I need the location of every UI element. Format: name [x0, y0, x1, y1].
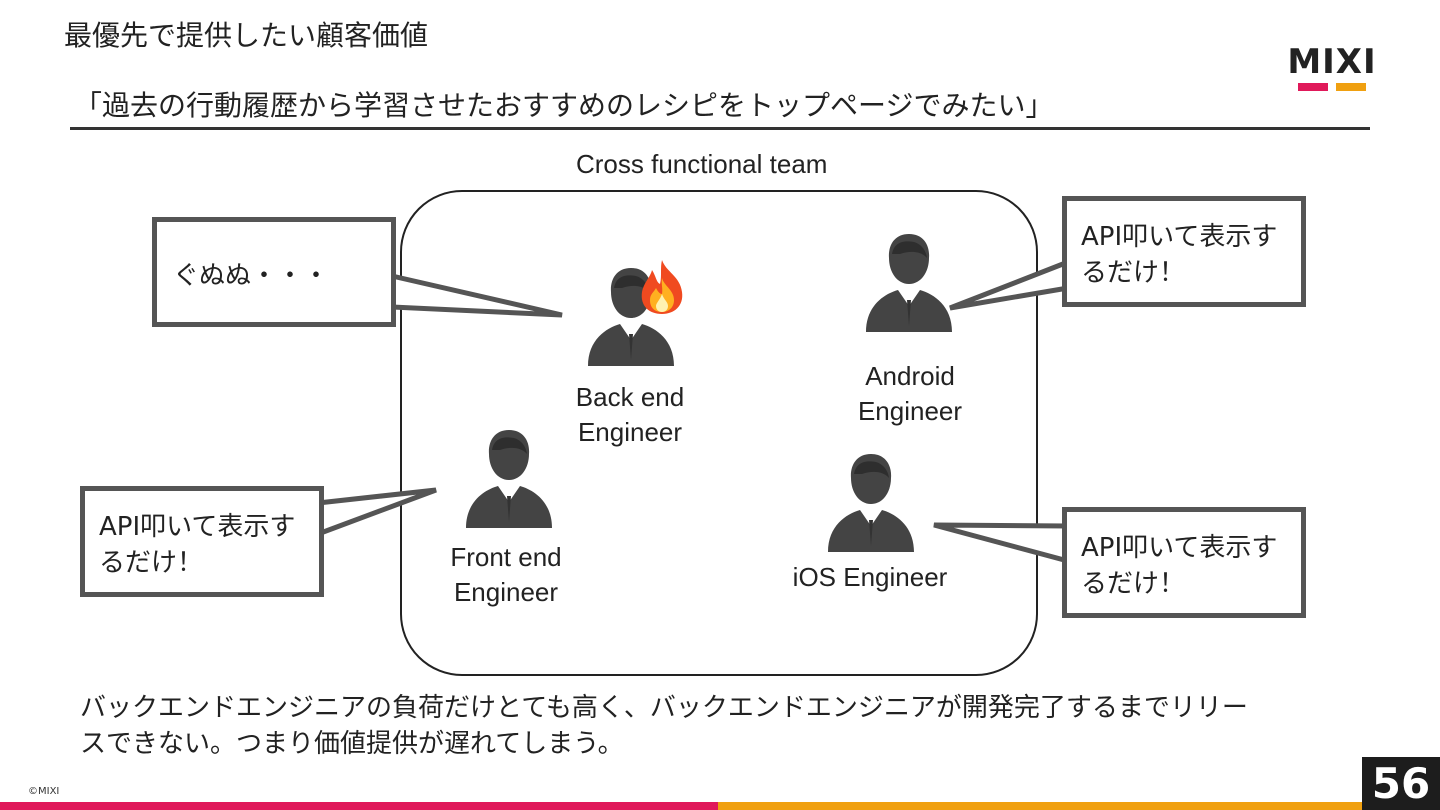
ios-role-label: iOS Engineer [792, 562, 948, 592]
summary-text: バックエンドエンジニアの負荷だけとても高く、バックエンドエンジニアが開発完了する… [80, 690, 1360, 762]
backend-callout-tail [389, 272, 563, 318]
customer-value-quote: 「過去の行動履歴から学習させたおすすめのレシピをトップページでみたい」 [74, 89, 1054, 122]
backend-callout-text: ぐぬぬ・・・ [173, 261, 330, 291]
slide-heading: 最優先で提供したい顧客価値 [64, 19, 429, 52]
frontend-callout-tail [315, 487, 437, 538]
frontend-role-line-2: Engineer [453, 577, 559, 607]
frontend-callout-line-2: るだけ！ [99, 548, 204, 578]
frontend-role-label: Front end Engineer [426, 540, 586, 610]
android-engineer-icon [866, 234, 952, 332]
bottom-bar-left [0, 802, 718, 810]
frontend-callout: API叩いて表示す るだけ！ [80, 486, 324, 597]
backend-callout: ぐぬぬ・・・ [152, 217, 396, 327]
logo-bar-pink [1298, 83, 1328, 91]
android-role-line-1: Android [865, 361, 955, 391]
logo-bar-orange [1336, 83, 1366, 91]
ios-callout-line-2: るだけ！ [1081, 569, 1186, 599]
copyright: ©MIXI [28, 786, 60, 797]
android-callout: API叩いて表示す るだけ！ [1062, 196, 1306, 307]
android-callout-tail [949, 258, 1071, 311]
bottom-bar-right [718, 802, 1362, 810]
android-role-label: Android Engineer [830, 359, 990, 429]
logo-text: MIXI [1287, 42, 1377, 82]
ios-callout-tail [933, 522, 1071, 565]
backend-role-label: Back end Engineer [550, 380, 710, 450]
title-divider [70, 127, 1370, 130]
summary-line-2: スできない。つまり価値提供が遅れてしまう。 [80, 729, 624, 759]
summary-line-1: バックエンドエンジニアの負荷だけとても高く、バックエンドエンジニアが開発完了する… [80, 693, 1248, 723]
backend-role-line-1: Back end [575, 382, 685, 412]
team-label: Cross functional team [576, 149, 828, 179]
ios-callout-line-1: API叩いて表示す [1081, 533, 1278, 563]
mixi-logo: MIXI [1282, 45, 1382, 97]
page-number: 56 [1362, 757, 1440, 810]
fire-icon [641, 260, 683, 314]
backend-role-line-2: Engineer [577, 417, 683, 447]
ios-callout: API叩いて表示す るだけ！ [1062, 507, 1306, 618]
frontend-engineer-icon [466, 430, 552, 528]
android-callout-line-2: るだけ！ [1081, 258, 1186, 288]
backend-engineer-icon [588, 268, 674, 366]
frontend-callout-line-1: API叩いて表示す [99, 512, 296, 542]
ios-engineer-icon [828, 454, 914, 552]
android-callout-line-1: API叩いて表示す [1081, 222, 1278, 252]
frontend-role-line-1: Front end [450, 542, 562, 572]
team-boundary [400, 190, 1038, 676]
android-role-line-2: Engineer [857, 396, 963, 426]
